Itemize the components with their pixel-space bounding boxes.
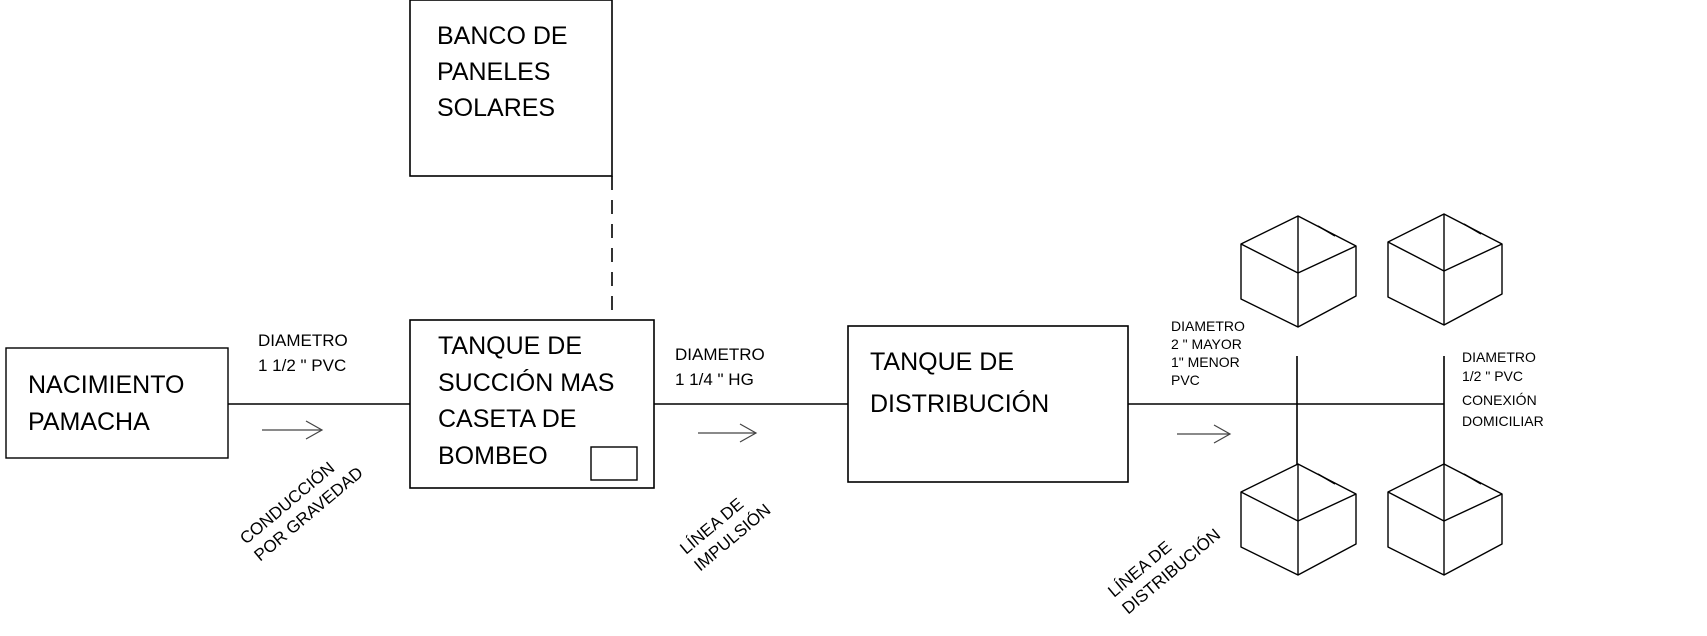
household-diameter-line-4: DOMICILIAR bbox=[1462, 413, 1544, 429]
distribution-diameter-line-1: DIAMETRO bbox=[1171, 318, 1245, 334]
suction-box-line-3: CASETA DE bbox=[438, 405, 576, 433]
household-diameter-line-3: CONEXIÓN bbox=[1462, 392, 1537, 408]
distribution-box-line-1: TANQUE DE bbox=[870, 348, 1014, 376]
source-box-line-1: NACIMIENTO bbox=[28, 371, 185, 399]
house-icon bbox=[1387, 463, 1503, 576]
impulsion-diameter-line-2: 1 1/4 " HG bbox=[675, 370, 754, 389]
gravity-diameter-line-1: DIAMETRO bbox=[258, 331, 348, 350]
gravity-line-label: CONDUCCIÓN POR GRAVEDAD bbox=[236, 458, 366, 565]
distribution-box-line-2: DISTRIBUCIÓN bbox=[870, 389, 1049, 418]
household-diameter-line-1: DIAMETRO bbox=[1462, 349, 1536, 365]
suction-box-line-4: BOMBEO bbox=[438, 442, 548, 470]
suction-tank-box: TANQUE DE SUCCIÓN MAS CASETA DE BOMBEO bbox=[409, 319, 655, 489]
gravity-diameter-line-2: 1 1/2 " PVC bbox=[258, 356, 346, 375]
distribution-diameter-line-4: PVC bbox=[1171, 372, 1200, 388]
impulsion-line-label: LÍNEA DE IMPULSIÓN bbox=[676, 494, 774, 575]
household-diameter-line-2: 1/2 " PVC bbox=[1462, 368, 1523, 384]
impulsion-diameter-line-1: DIAMETRO bbox=[675, 345, 765, 364]
distribution-line-label: LÍNEA DE DISTRIBUCIÓN bbox=[1104, 525, 1224, 618]
suction-box-line-1: TANQUE DE bbox=[438, 332, 582, 360]
flow-arrow-icon bbox=[1177, 424, 1232, 444]
pump-icon bbox=[590, 446, 638, 481]
source-box: NACIMIENTO PAMACHA bbox=[5, 347, 229, 459]
distribution-diameter-line-2: 2 " MAYOR bbox=[1171, 336, 1242, 352]
solar-box-line-3: SOLARES bbox=[437, 94, 555, 122]
flow-arrow-icon bbox=[262, 420, 324, 440]
solar-panel-bank-box: BANCO DE PANELES SOLARES bbox=[409, 0, 613, 177]
solar-box-line-1: BANCO DE bbox=[437, 22, 568, 50]
house-icon bbox=[1240, 215, 1357, 328]
house-icon bbox=[1240, 463, 1357, 576]
suction-box-line-2: SUCCIÓN MAS bbox=[438, 368, 614, 397]
source-box-line-2: PAMACHA bbox=[28, 408, 150, 436]
distribution-tank-box: TANQUE DE DISTRIBUCIÓN bbox=[847, 325, 1129, 483]
solar-box-line-2: PANELES bbox=[437, 58, 550, 86]
house-icon bbox=[1387, 213, 1503, 326]
distribution-diameter-line-3: 1" MENOR bbox=[1171, 354, 1240, 370]
flow-arrow-icon bbox=[698, 423, 758, 443]
